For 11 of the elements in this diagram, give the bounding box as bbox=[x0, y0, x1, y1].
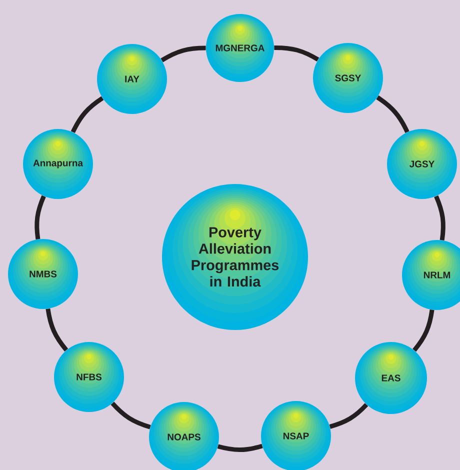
ring-connector bbox=[434, 195, 446, 240]
ring-connector bbox=[217, 444, 263, 452]
ring-connector bbox=[160, 46, 206, 62]
ring-connector bbox=[412, 310, 434, 352]
ring-connector bbox=[376, 95, 410, 133]
ring-connector bbox=[274, 45, 320, 62]
ring-connector bbox=[110, 402, 151, 430]
ring-connector bbox=[329, 403, 368, 429]
ring-connector bbox=[34, 195, 46, 240]
ring-connector bbox=[46, 308, 68, 352]
ring-connector bbox=[70, 96, 104, 134]
